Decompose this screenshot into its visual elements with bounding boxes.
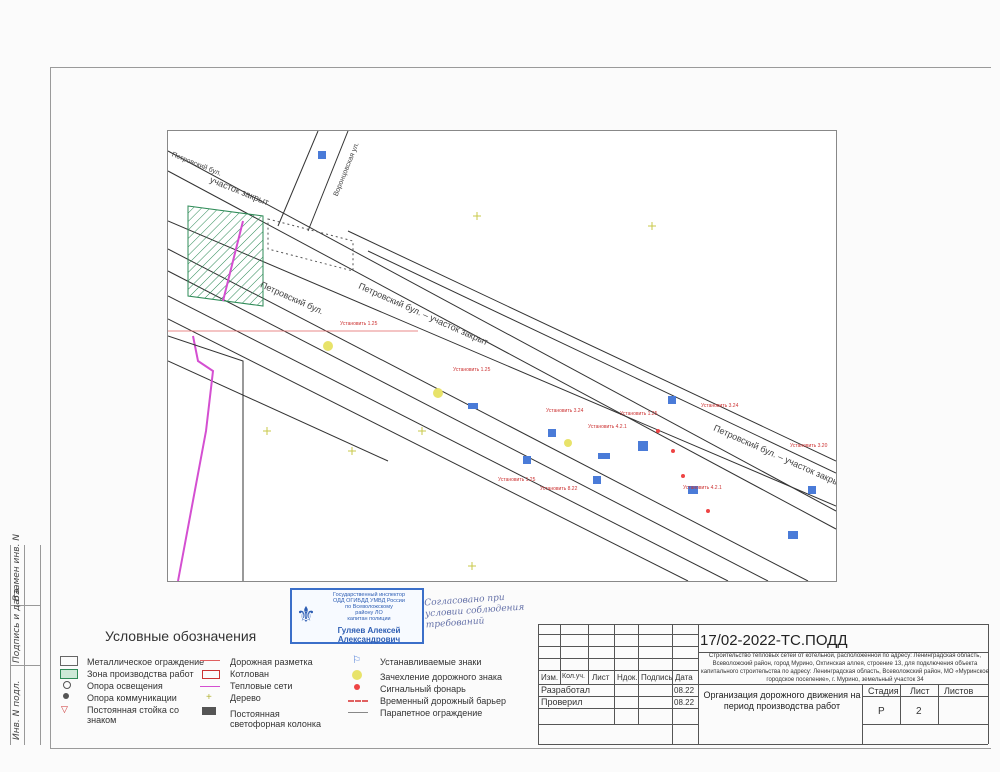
tb-date-developed: 08.22 <box>674 686 695 695</box>
drawing-sheet-frame <box>50 67 991 749</box>
legend-item: Зачехление дорожного знака <box>380 672 502 682</box>
sign-label: Установить 1.25 <box>498 477 536 483</box>
stamp-line1: Государственный инспектор <box>332 592 406 598</box>
sign-label: Установить 4.2.1 <box>683 485 722 491</box>
tb-sheet-label: Лист <box>910 686 930 696</box>
legend-item: Постоянная светофорная колонка <box>230 709 321 729</box>
legend-item: Устанавливаемые знаки <box>380 657 482 667</box>
tb-header-ndok: Ндок. <box>617 673 638 682</box>
sign-cover-icon <box>352 670 362 680</box>
side-strip: Инв. N подл. Подпись и дата Взамен инв. … <box>10 534 41 745</box>
document-address: Строительство тепловых сетей от котельно… <box>701 653 989 683</box>
sign-label: Установить 1.25 <box>453 367 491 373</box>
tb-stage-value: Р <box>878 706 885 717</box>
signal-lamp-icon <box>354 684 360 690</box>
stamp-line3: по Всеволожскому <box>345 604 393 610</box>
coat-of-arms-icon: ⚜ <box>296 602 316 627</box>
sign-label: Установить 3.24 <box>546 408 584 414</box>
plan-svg <box>168 131 836 581</box>
legend-item: Сигнальный фонарь <box>380 684 466 694</box>
tb-stage-label: Стадия <box>868 686 899 696</box>
document-title: Организация дорожного движения на период… <box>703 690 861 711</box>
legend-item: Металлическое ограждение <box>87 657 205 667</box>
inv-original-label: Инв. N подл. <box>12 680 22 740</box>
traffic-light-icon <box>202 707 216 715</box>
lighting-pole-icon <box>63 681 71 689</box>
heating-network-icon <box>200 686 220 687</box>
tb-header-data: Дата <box>675 673 693 682</box>
legend-item: Дерево <box>230 693 261 703</box>
metal-fence-icon <box>60 656 78 666</box>
legend-item: Зона производства работ <box>87 669 194 679</box>
legend-item: Опора освещения <box>87 681 163 691</box>
legend-item: Опора коммуникации <box>87 693 177 703</box>
permanent-sign-icon: ▽ <box>61 704 68 714</box>
legend-title: Условные обозначения <box>105 628 257 644</box>
legend-item: Дорожная разметка <box>230 657 313 667</box>
legend-item: Котлован <box>230 669 269 679</box>
utility-pole-icon <box>63 693 69 699</box>
tb-sheets-label: Листов <box>944 686 974 696</box>
tb-header-list: Лист <box>592 673 610 682</box>
document-number: 17/02-2022-ТС.ПОДД <box>700 632 848 649</box>
pit-icon <box>202 670 220 679</box>
tb-role-developed: Разработал <box>541 685 590 695</box>
legend-item: Тепловые сети <box>230 681 293 691</box>
sign-label: Установить 1.25 <box>620 411 658 417</box>
road-marking-icon <box>200 660 220 661</box>
tb-role-checked: Проверил <box>541 697 583 707</box>
tb-date-checked: 08.22 <box>674 698 695 707</box>
work-zone-icon <box>60 669 78 679</box>
stamp-inspector-name: Гуляев Алексей Александрович <box>337 626 401 644</box>
stamp-line5: капитан полиции <box>347 616 391 622</box>
tb-header-kol: Кол.уч. <box>562 673 585 680</box>
legend-item: Постоянная стойка со знаком <box>87 705 179 725</box>
handwritten-approval-note: Согласовано при условии соблюдения требо… <box>423 592 525 631</box>
tree-icon: + <box>206 692 212 703</box>
parapet-fence-icon <box>348 712 368 713</box>
sign-label: Установить 3.24 <box>701 403 739 409</box>
traffic-plan-drawing: Петровский бул. – участок закрыт Петровс… <box>167 130 837 582</box>
sign-label: Установить 1.25 <box>340 321 378 327</box>
replace-inv-label: Взамен инв. N <box>12 533 22 601</box>
temporary-barrier-icon <box>348 700 368 702</box>
tb-sheet-value: 2 <box>916 706 922 717</box>
approval-stamp: ⚜ Государственный инспектор ОДД ОГИБДД У… <box>290 588 424 644</box>
tb-header-podpis: Подпись <box>641 673 673 682</box>
legend-item: Парапетное ограждение <box>380 708 483 718</box>
installed-sign-icon: ⚐ <box>352 655 361 666</box>
tb-header-izm: Изм. <box>541 673 559 682</box>
sign-label: Установить 3.20 <box>790 443 828 449</box>
title-block: Изм. Кол.уч. Лист Ндок. Подпись Дата Раз… <box>538 624 989 745</box>
stamp-line4: району ЛО <box>355 610 383 616</box>
stamp-line2: ОДД ОГИБДД УМВД России <box>333 598 405 604</box>
sign-label: Установить 4.2.1 <box>588 424 627 430</box>
legend-item: Временный дорожный барьер <box>380 696 506 706</box>
sign-label: Установить 8.22 <box>540 486 578 492</box>
